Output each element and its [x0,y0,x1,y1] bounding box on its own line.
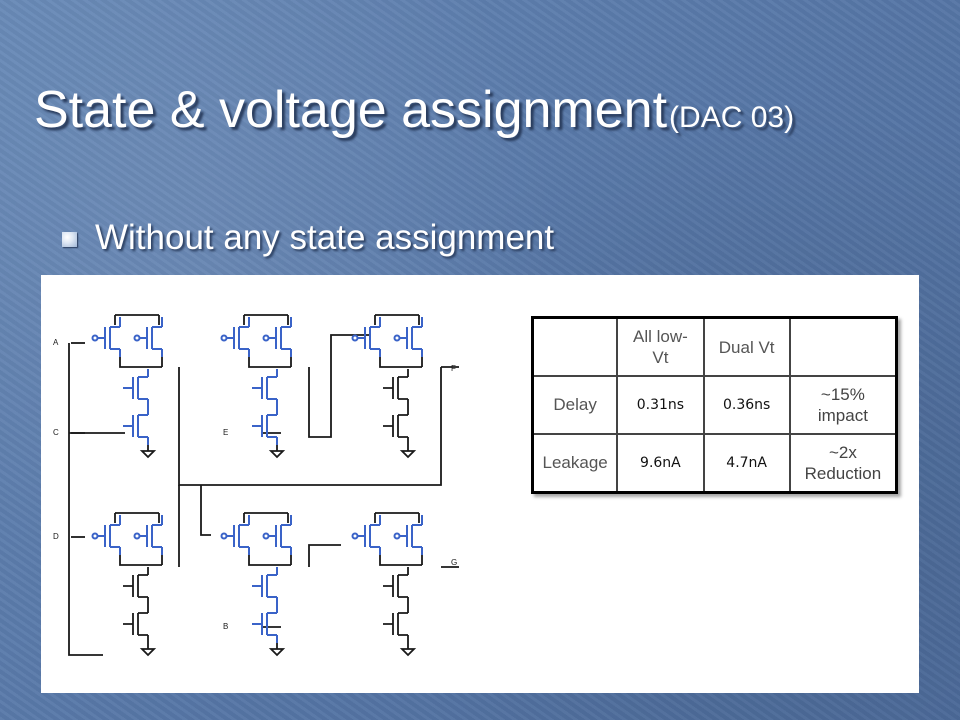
header-cell-note [788,316,898,378]
pmos-bubble [220,334,228,342]
pmos-transistor [268,317,292,357]
pmos-bubble [351,532,359,540]
circuit-wire [308,334,369,438]
ground-symbol [139,643,157,657]
table-row: Delay 0.31ns 0.36ns ~15%impact [531,375,898,435]
pin-label: D [53,532,59,541]
ground-symbol [268,445,286,459]
output-node [248,357,292,368]
pmos-transistor [97,317,121,357]
pmos-bubble [351,334,359,342]
circuit-wire [200,485,211,536]
output-node [248,555,292,566]
nmos-transistor [123,407,149,445]
slide-title: State & voltage assignment(DAC 03) [34,80,794,140]
pin-label: C [53,428,59,437]
circuit-wire [68,343,103,656]
vdd-rail [114,512,160,523]
pmos-bubble [262,532,270,540]
ground-symbol [139,445,157,459]
pmos-transistor [139,515,163,555]
vdd-rail [374,314,420,325]
pmos-bubble [393,334,401,342]
figure-panel: A C D E B F G All low-Vt Dual Vt Delay 0.31ns … [41,275,919,693]
nmos-transistor [123,567,149,605]
pmos-transistor [97,515,121,555]
cell-low-vt: 0.31ns [616,375,705,435]
pmos-bubble [133,334,141,342]
pin-label: G [451,558,457,567]
pmos-transistor [357,317,381,357]
nmos-transistor [383,567,409,605]
pmos-transistor [268,515,292,555]
cell-dual-vt: 0.36ns [702,375,791,435]
pmos-transistor [226,317,250,357]
nmos-transistor [383,407,409,445]
nmos-transistor [123,605,149,643]
square-bullet-icon [62,231,77,247]
pmos-transistor [357,515,381,555]
pmos-transistor [139,317,163,357]
vdd-rail [243,314,289,325]
pmos-transistor [399,515,423,555]
table-header-row: All low-Vt Dual Vt [531,316,898,378]
nmos-transistor [252,567,278,605]
ground-symbol [268,643,286,657]
vdd-rail [243,512,289,523]
nmos-transistor [252,369,278,407]
comparison-table: All low-Vt Dual Vt Delay 0.31ns 0.36ns ~… [531,316,898,494]
ground-symbol [399,643,417,657]
pmos-bubble [91,334,99,342]
vdd-rail [114,314,160,325]
nmos-transistor [383,369,409,407]
header-cell-empty [531,316,619,378]
title-main: State & voltage assignment [34,81,668,139]
row-label: Delay [531,375,619,435]
nmos-transistor [252,605,278,643]
header-all-low-vt: All low-Vt [616,316,705,378]
cell-low-vt: 9.6nA [616,432,705,494]
circuit-wire [178,367,442,486]
output-node [379,357,423,368]
pmos-bubble [262,334,270,342]
pmos-bubble [91,532,99,540]
row-label: Leakage [531,432,619,494]
cell-note: ~15%impact [788,375,898,435]
vdd-rail [374,512,420,523]
pmos-bubble [393,532,401,540]
output-node [379,555,423,566]
nmos-transistor [383,605,409,643]
pin-label: F [451,364,456,373]
pmos-transistor [399,317,423,357]
pmos-bubble [133,532,141,540]
bullet-text: Without any state assignment [95,218,555,257]
pin-label: B [223,622,228,631]
cell-dual-vt: 4.7nA [702,432,791,494]
ground-symbol [399,445,417,459]
output-node [119,357,163,368]
title-suffix: (DAC 03) [669,101,795,134]
pin-label: A [53,338,59,347]
output-node [119,555,163,566]
circuit-wire [308,544,341,567]
pin-label: E [223,428,228,437]
nmos-transistor [123,369,149,407]
pmos-transistor [226,515,250,555]
header-dual-vt: Dual Vt [702,316,791,378]
bullet-item: Without any state assignment [62,218,554,258]
pmos-bubble [220,532,228,540]
nmos-transistor [252,407,278,445]
circuit-schematic: A C D E B F G [53,314,459,657]
